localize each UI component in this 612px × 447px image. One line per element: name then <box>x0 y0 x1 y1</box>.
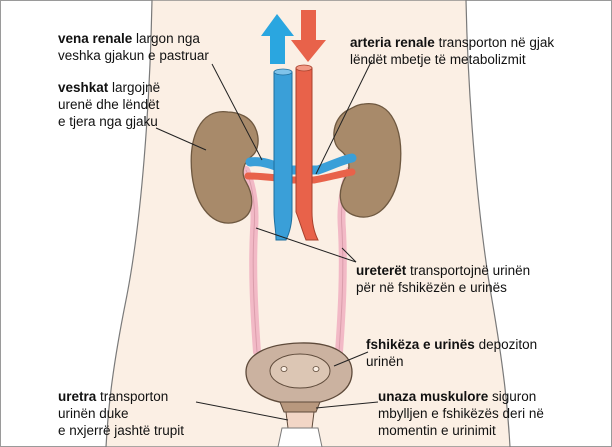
term-uretra: uretra <box>58 389 96 404</box>
urethra-exit <box>278 428 322 447</box>
ureter-opening-left <box>281 367 287 372</box>
term-fshikeza: fshikëza e urinës <box>366 337 475 352</box>
sphincter-ring <box>280 402 320 412</box>
label-ureteret: ureterët transportojnë urinën për në fsh… <box>356 262 596 296</box>
term-veshkat: veshkat <box>58 80 108 95</box>
label-unaza: unaza muskulore siguron mbylljen e fshik… <box>378 388 604 439</box>
vena-cava <box>274 72 292 240</box>
label-vena-renale: vena renale largon nga veshka gjakun e p… <box>58 30 258 64</box>
term-arteria-renale: arteria renale <box>350 35 435 50</box>
term-vena-renale: vena renale <box>58 31 132 46</box>
urethra <box>286 412 314 428</box>
label-uretra: uretra transporton urinën duke e nxjerrë… <box>58 388 258 439</box>
ureter-opening-right <box>313 367 319 372</box>
label-fshikeza: fshikëza e urinës depoziton urinën <box>366 336 596 370</box>
vena-cava-top <box>274 69 292 75</box>
bladder-inner <box>270 354 330 388</box>
term-unaza: unaza muskulore <box>378 389 488 404</box>
label-arteria-renale: arteria renale transporton në gjak lëndë… <box>350 34 602 68</box>
label-veshkat: veshkat largojnë urenë dhe lëndët e tjer… <box>58 79 208 130</box>
term-ureteret: ureterët <box>356 263 406 278</box>
aorta-top <box>296 65 312 71</box>
